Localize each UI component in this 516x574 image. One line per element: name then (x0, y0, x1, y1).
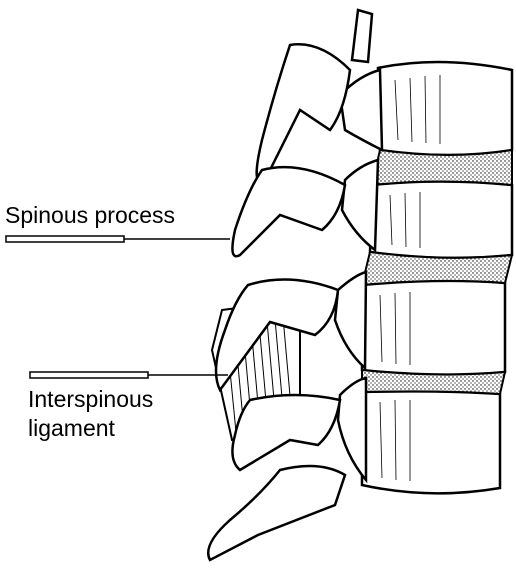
interspinous-leader-bar (30, 372, 148, 378)
disc-2 (362, 252, 512, 285)
spinous-process-leader-bar (6, 236, 124, 242)
leader-lines (6, 236, 230, 378)
spinous-process-4 (232, 395, 340, 470)
vertebral-body-4 (362, 391, 500, 493)
spinous-process-2 (232, 167, 345, 256)
spinous-process-label: Spinous process (5, 202, 175, 229)
vertebral-body-1 (378, 62, 512, 155)
vertebral-body-3 (362, 281, 505, 375)
interspinous-ligament-label-line2: ligament (28, 415, 115, 442)
disc-1 (372, 150, 512, 185)
disc-3 (362, 370, 505, 394)
spinous-process-1 (257, 44, 350, 181)
spinous-processes (208, 44, 350, 560)
interspinous-ligament-label-line1: Interspinous (28, 386, 153, 413)
spinous-process-5 (208, 466, 345, 560)
